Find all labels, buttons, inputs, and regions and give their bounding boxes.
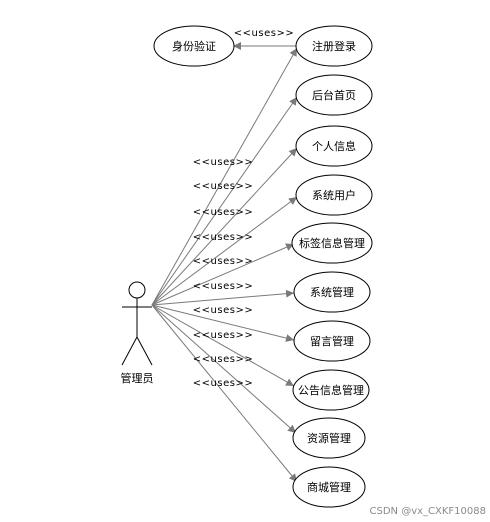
use-case-label: 留言管理 xyxy=(310,334,354,348)
use-case-label: 身份验证 xyxy=(172,39,216,53)
uses-label: <<uses>> xyxy=(193,378,253,389)
use-case-identity-verification[interactable]: 身份验证 xyxy=(153,25,235,67)
use-case-resource-mgmt[interactable]: 资源管理 xyxy=(292,417,366,459)
actor-label: 管理员 xyxy=(121,371,154,385)
use-case-admin-home[interactable]: 后台首页 xyxy=(295,74,373,116)
edge-to-system-mgmt xyxy=(151,289,295,306)
use-case-label: 后台首页 xyxy=(312,88,356,102)
uses-label: <<uses>> xyxy=(193,330,253,341)
edge-to-resource-mgmt xyxy=(151,304,297,434)
edge-to-tag-info xyxy=(151,243,295,306)
use-case-message-mgmt[interactable]: 留言管理 xyxy=(293,320,371,362)
edge-to-personal-info xyxy=(151,147,298,306)
use-case-label: 系统管理 xyxy=(310,285,354,299)
use-case-label: 资源管理 xyxy=(307,431,351,445)
edge-to-message-mgmt xyxy=(151,304,295,342)
use-case-mall-mgmt[interactable]: 商城管理 xyxy=(292,466,366,508)
use-case-label: 公告信息管理 xyxy=(298,383,364,397)
actor-figure xyxy=(121,281,153,366)
watermark: CSDN @vx_CXKF10088 xyxy=(370,506,486,517)
use-case-personal-info[interactable]: 个人信息 xyxy=(295,125,373,167)
uses-label: <<uses>> xyxy=(193,256,253,267)
actor-head xyxy=(128,281,146,299)
use-case-system-mgmt[interactable]: 系统管理 xyxy=(293,271,371,313)
uses-label: <<uses>> xyxy=(193,281,253,292)
use-case-system-users[interactable]: 系统用户 xyxy=(295,174,373,216)
use-case-label: 注册登录 xyxy=(312,39,356,53)
use-case-tag-info-mgmt[interactable]: 标签信息管理 xyxy=(291,222,373,264)
actor-left-leg xyxy=(121,336,138,366)
use-case-label: 标签信息管理 xyxy=(299,236,365,250)
edge-to-register-login xyxy=(151,47,298,306)
use-case-label: 系统用户 xyxy=(312,188,356,202)
use-case-register-login[interactable]: 注册登录 xyxy=(295,25,373,67)
use-cases: 身份验证 注册登录 后台首页 个人信息 系统用户 标签信息管理 系统管理 留言 xyxy=(153,25,373,508)
uses-label: <<uses>> xyxy=(193,305,253,316)
association-edges xyxy=(151,47,298,483)
edge-to-admin-home xyxy=(151,96,298,306)
uses-label: <<uses>> xyxy=(193,181,253,192)
edge-to-system-users xyxy=(151,196,298,306)
edge-to-notice-info xyxy=(151,304,295,387)
uses-label: <<uses>> xyxy=(193,157,253,168)
use-case-label: 商城管理 xyxy=(307,480,351,494)
actor-right-leg xyxy=(136,336,153,366)
uses-label: <<uses>> xyxy=(193,207,253,218)
edge-to-mall-mgmt xyxy=(151,304,298,483)
uses-label: <<uses>> xyxy=(193,354,253,365)
use-case-notice-info-mgmt[interactable]: 公告信息管理 xyxy=(292,369,370,411)
use-case-label: 个人信息 xyxy=(312,139,356,153)
include-edge-label: <<uses>> xyxy=(234,28,294,39)
association-labels: <<uses>> <<uses>> <<uses>> <<uses>> <<us… xyxy=(193,157,253,389)
uses-label: <<uses>> xyxy=(193,232,253,243)
